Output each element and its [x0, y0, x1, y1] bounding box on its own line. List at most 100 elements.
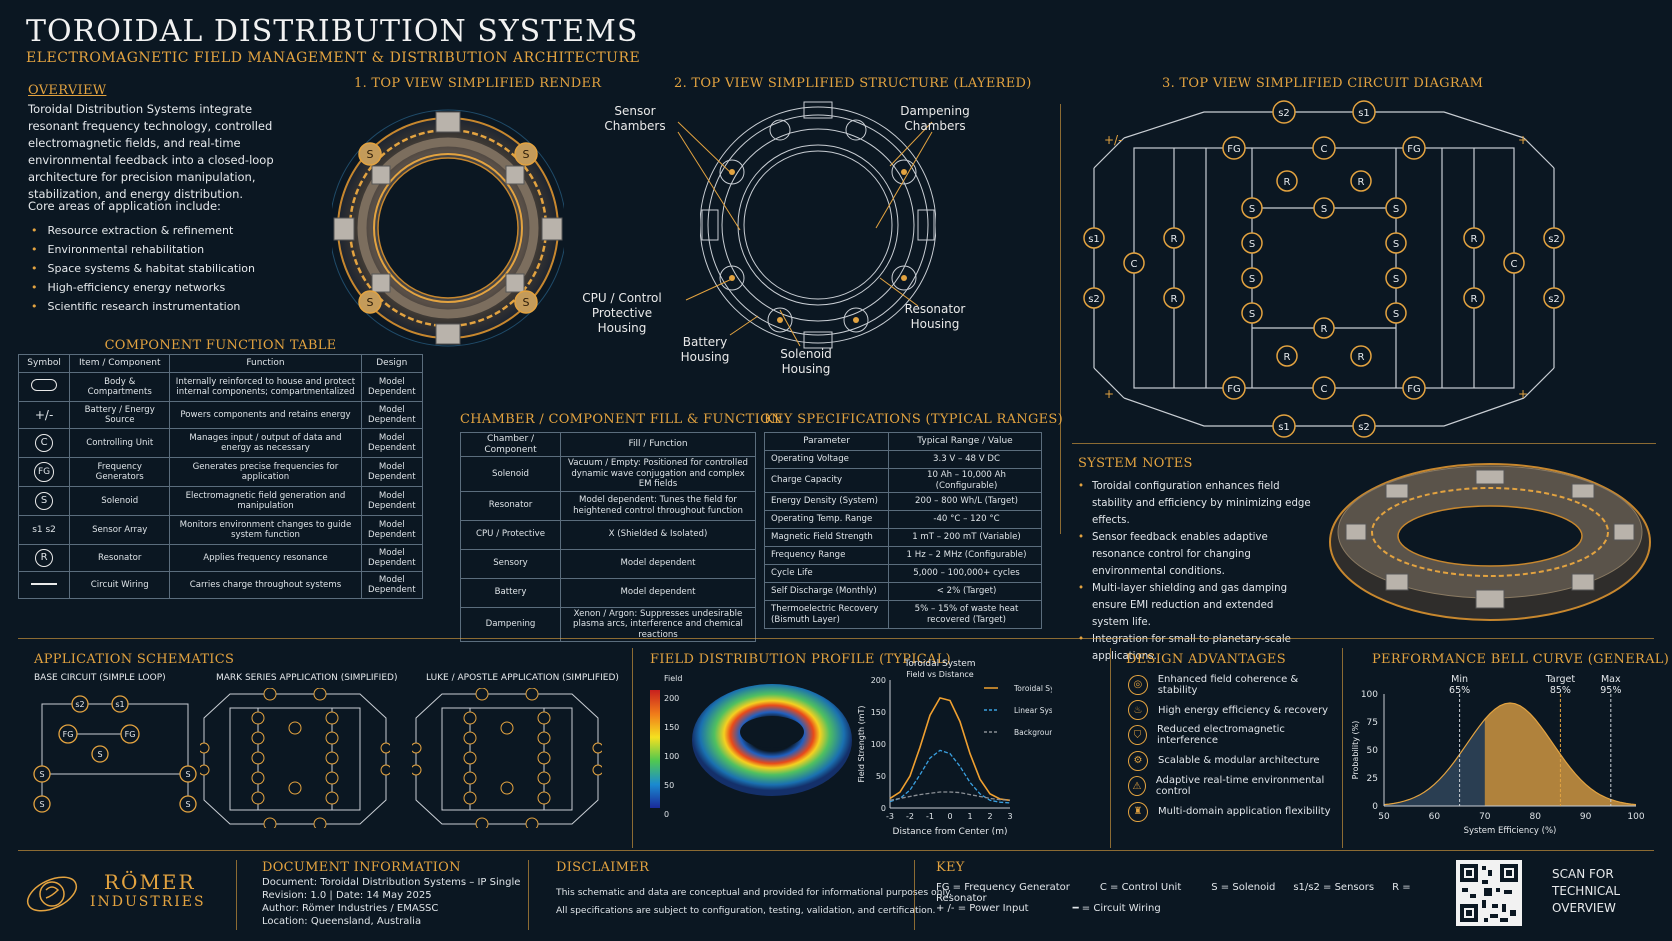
chamber-table-title: CHAMBER / COMPONENT FILL & FUNCTION — [460, 412, 783, 427]
divider — [1072, 443, 1656, 444]
table-header-row: Parameter Typical Range / Value — [764, 432, 1042, 451]
table-row: Thermoelectric Recovery (Bismuth Layer)5… — [764, 600, 1042, 629]
svg-text:FG: FG — [1227, 384, 1241, 395]
list-item: ♨High energy efficiency & recovery — [1128, 697, 1338, 722]
symbol-sensor-icon: s1 s2 — [17, 515, 71, 545]
section-circuit-title: 3. TOP VIEW SIMPLIFIED CIRCUIT DIAGRAM — [1162, 76, 1484, 91]
table-row: FG Frequency Generators Generates precis… — [17, 457, 424, 487]
list-item: Resource extraction & refinement — [31, 221, 255, 240]
x-tick-label: 90 — [1580, 812, 1592, 822]
y-tick-label: 75 — [1367, 718, 1378, 728]
svg-text:s2: s2 — [1358, 422, 1370, 433]
svg-text:R: R — [1171, 234, 1178, 245]
svg-text:s2: s2 — [75, 700, 84, 709]
list-item: Scientific research instrumentation — [31, 297, 255, 316]
divider — [914, 860, 915, 930]
y-tick-label: 25 — [1367, 774, 1378, 784]
y-axis-label: Probability (%) — [1351, 721, 1360, 780]
overview-core-label: Core areas of application include: — [28, 199, 221, 213]
svg-text:s2: s2 — [1088, 294, 1100, 305]
list-item: ⚠Adaptive real-time environmental contro… — [1128, 774, 1338, 799]
svg-text:s2: s2 — [1548, 294, 1560, 305]
list-item: High-efficiency energy networks — [31, 278, 255, 297]
divider — [1060, 104, 1061, 534]
luke-apostle-diagram — [412, 688, 602, 828]
svg-text:+: + — [1104, 387, 1114, 401]
structure-callout-lines — [677, 121, 933, 347]
symbol-resonator-icon: R — [17, 544, 71, 572]
list-item: Sensor feedback enables adaptive resonan… — [1078, 529, 1312, 580]
list-item: Environmental rehabilitation — [31, 240, 255, 259]
x-tick-label: 80 — [1529, 812, 1541, 822]
symbol-fg-icon: FG — [17, 457, 71, 487]
svg-text:R: R — [1171, 294, 1178, 305]
key-row-2: + /- = Power Input━ = Circuit Wiring — [936, 903, 1161, 914]
table-header-row: Chamber / Component Fill / Function — [460, 432, 756, 457]
table-row: Circuit Wiring Carries charge throughout… — [17, 571, 424, 599]
colorbar-label: Field — [664, 674, 683, 683]
svg-text:FG: FG — [63, 730, 74, 739]
svg-text:S: S — [1249, 274, 1255, 285]
svg-text:S: S — [367, 148, 374, 161]
svg-text:C: C — [1511, 259, 1518, 270]
svg-text:R: R — [1471, 294, 1478, 305]
document-info-title: DOCUMENT INFORMATION — [262, 860, 461, 875]
x-axis-label: System Efficiency (%) — [1464, 826, 1557, 836]
table-header: Design — [360, 354, 424, 373]
svg-text:R: R — [1284, 352, 1291, 363]
qr-code-icon[interactable] — [1456, 860, 1522, 926]
svg-text:C: C — [1321, 384, 1328, 395]
svg-text:S: S — [1393, 274, 1399, 285]
overview-text: Toroidal Distribution Systems integrate … — [28, 102, 274, 201]
series-line — [889, 696, 1011, 802]
symbol-body-icon — [17, 372, 71, 402]
svg-text:S: S — [1249, 204, 1255, 215]
x-tick-label: 2 — [987, 812, 992, 821]
field-profile-title: FIELD DISTRIBUTION PROFILE (TYPICAL) — [650, 652, 952, 667]
divider — [18, 850, 1654, 851]
page-title: TOROIDAL DISTRIBUTION SYSTEMS — [26, 14, 639, 49]
x-tick-label: 1 — [967, 812, 972, 821]
symbol-control-icon: C — [17, 428, 71, 458]
table-row: Self Discharge (Monthly)< 2% (Target) — [764, 582, 1042, 601]
symbol-solenoid-icon: S — [17, 486, 71, 516]
table-row: s1 s2 Sensor Array Monitors environment … — [17, 515, 424, 545]
label-battery-housing: Battery Housing — [680, 335, 730, 364]
adaptive-icon: ⚠ — [1128, 776, 1146, 797]
bell-chart-title: PERFORMANCE BELL CURVE (GENERAL) — [1372, 652, 1670, 667]
y-tick-label: 0 — [881, 804, 886, 813]
bell-curve-line — [1383, 702, 1637, 806]
system-notes-list: Toroidal configuration enhances field st… — [1078, 478, 1312, 665]
svg-text:C: C — [1131, 259, 1138, 270]
marker-label: Target — [1545, 674, 1576, 685]
svg-text:s2: s2 — [1548, 234, 1560, 245]
brand-subtitle: INDUSTRIES — [90, 894, 206, 910]
scan-text: SCAN FOR TECHNICAL OVERVIEW — [1552, 867, 1621, 915]
field-torus-heatmap — [692, 684, 852, 796]
modules-icon: ⚙ — [1128, 750, 1148, 771]
disclaimer-text: This schematic and data are conceptual a… — [556, 887, 953, 916]
divider — [236, 860, 237, 930]
y-tick-label: 100 — [1361, 690, 1378, 700]
label-resonator-housing: Resonator Housing — [904, 302, 966, 331]
svg-text:S: S — [1393, 204, 1399, 215]
marker-value: 95% — [1600, 685, 1621, 696]
svg-text:s2: s2 — [1278, 108, 1290, 119]
marker-label: Max — [1601, 674, 1621, 685]
svg-text:s1: s1 — [1088, 234, 1100, 245]
table-header: Item / Component — [69, 354, 171, 373]
svg-text:S: S — [185, 800, 190, 809]
label-solenoid-housing: Solenoid Housing — [780, 347, 832, 376]
svg-text:S: S — [523, 296, 530, 309]
x-tick-label: 0 — [947, 812, 952, 821]
